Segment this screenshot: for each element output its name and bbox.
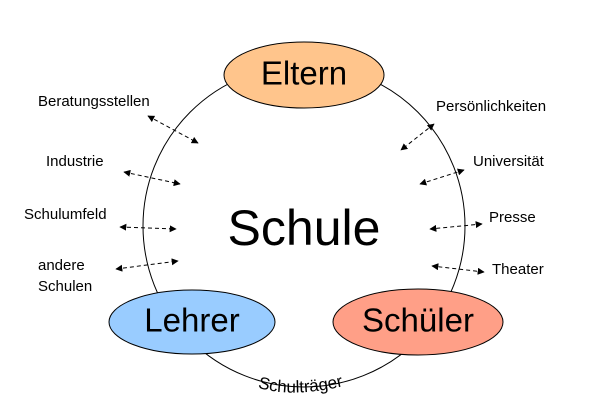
arrow-industry bbox=[123, 169, 181, 187]
arrow-other-schools bbox=[115, 258, 179, 272]
arrow-press bbox=[429, 221, 483, 232]
node-students-ellipse bbox=[332, 288, 504, 356]
node-teachers: Lehrer bbox=[108, 289, 276, 355]
arrow-counseling bbox=[147, 115, 199, 144]
arrow-school-environment bbox=[119, 223, 177, 233]
partner-label-press: Presse bbox=[489, 209, 536, 226]
partner-label-university: Universität bbox=[473, 153, 545, 170]
school-carrier-textpath: Schulträger bbox=[257, 371, 345, 396]
arrow-theater bbox=[431, 263, 485, 275]
partner-label-industry: Industrie bbox=[46, 153, 104, 170]
partner-label-school-environment: Schulumfeld bbox=[24, 206, 107, 223]
center-label: Schule bbox=[228, 200, 381, 256]
partner-label-other-schools-line2: Schulen bbox=[38, 278, 92, 295]
school-carrier-label: Schulträger bbox=[257, 371, 345, 396]
node-parents-ellipse bbox=[223, 41, 385, 109]
node-parents: Eltern bbox=[223, 41, 385, 109]
partner-label-personalities: Persönlichkeiten bbox=[436, 98, 546, 115]
node-teachers-ellipse bbox=[108, 289, 276, 355]
node-students: Schüler bbox=[332, 288, 504, 356]
partner-label-other-schools-line1: andere bbox=[38, 257, 85, 274]
node-students-label: Schüler bbox=[362, 302, 474, 339]
arrow-personalities bbox=[400, 123, 435, 151]
arrow-university bbox=[419, 168, 465, 186]
node-teachers-label: Lehrer bbox=[144, 302, 239, 339]
node-parents-label: Eltern bbox=[261, 55, 347, 92]
partner-label-counseling: Beratungsstellen bbox=[38, 93, 150, 110]
partner-label-theater: Theater bbox=[492, 261, 544, 278]
